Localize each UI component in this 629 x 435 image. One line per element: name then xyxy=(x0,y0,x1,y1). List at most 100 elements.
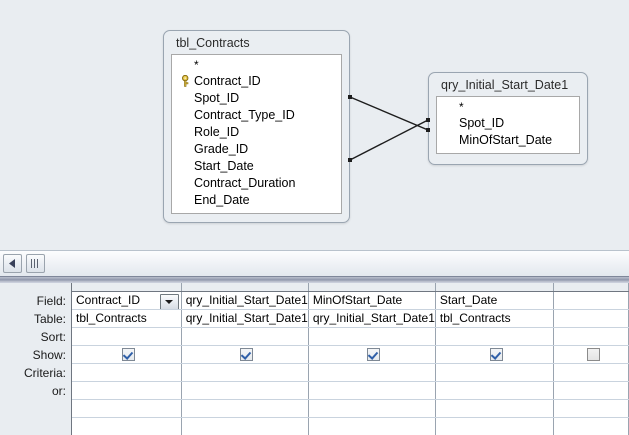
qbe-cell-table[interactable]: Contract_ID qry_Initial_Start_Date1 MinO… xyxy=(72,283,629,435)
field-row-role-id[interactable]: Role_ID xyxy=(172,124,341,141)
sort-cell-1[interactable] xyxy=(72,327,182,346)
show-cell-4[interactable] xyxy=(435,345,555,364)
or-cell-4[interactable] xyxy=(435,381,555,400)
field-cell-2[interactable]: qry_Initial_Start_Date1 xyxy=(181,291,309,310)
criteria-cell-5[interactable] xyxy=(553,363,629,382)
table-cell-4[interactable]: tbl_Contracts xyxy=(435,309,555,328)
show-cell-2[interactable] xyxy=(181,345,309,364)
empty-cell[interactable] xyxy=(308,399,436,418)
column-selector-2[interactable] xyxy=(181,283,309,292)
empty-cell[interactable] xyxy=(181,399,309,418)
grip-handle-icon xyxy=(31,259,40,268)
join-line-start-date-to-spot-id xyxy=(349,119,429,161)
show-checkbox[interactable] xyxy=(121,348,135,362)
chevron-down-icon xyxy=(165,299,174,304)
collapse-pane-button[interactable] xyxy=(3,254,22,273)
field-row-contract-id[interactable]: Contract_ID xyxy=(172,73,341,90)
empty-cell[interactable] xyxy=(72,399,182,418)
empty-cell[interactable] xyxy=(553,399,629,418)
show-checkbox[interactable] xyxy=(367,348,381,362)
column-selector-1[interactable] xyxy=(72,283,182,292)
empty-cell[interactable] xyxy=(435,417,555,435)
show-cell-5[interactable] xyxy=(553,345,629,364)
empty-cell[interactable] xyxy=(308,417,436,435)
column-selector-5[interactable] xyxy=(553,283,629,292)
field-name: Contract_Duration xyxy=(194,176,296,190)
show-checkbox[interactable] xyxy=(586,348,600,362)
field-name: End_Date xyxy=(194,193,250,207)
field-list-title: tbl_Contracts xyxy=(176,36,250,50)
field-cell-5[interactable] xyxy=(553,291,629,310)
field-name: Spot_ID xyxy=(459,116,505,130)
criteria-cell-4[interactable] xyxy=(435,363,555,382)
field-list-title: qry_Initial_Start_Date1 xyxy=(441,78,569,92)
table-cell-1[interactable]: tbl_Contracts xyxy=(72,309,182,328)
qbe-row-empty xyxy=(72,417,629,435)
sort-cell-5[interactable] xyxy=(553,327,629,346)
field-list-tbl-contracts[interactable]: tbl_Contracts * Contract_ID Spot_ID xyxy=(163,30,350,223)
row-label-field: Field: xyxy=(36,294,66,308)
criteria-cell-1[interactable] xyxy=(72,363,182,382)
empty-cell[interactable] xyxy=(553,417,629,435)
field-row-minofstart-date[interactable]: MinOfStart_Date xyxy=(437,132,579,149)
qbe-row-criteria xyxy=(72,363,629,382)
field-cell-text: Contract_ID xyxy=(76,293,141,307)
row-label-criteria: Criteria: xyxy=(23,366,66,380)
field-dropdown-button[interactable] xyxy=(159,293,179,308)
field-list-body[interactable]: * Contract_ID Spot_ID Contra xyxy=(171,54,342,214)
criteria-cell-3[interactable] xyxy=(308,363,436,382)
field-row-end-date[interactable]: End_Date xyxy=(172,192,341,209)
pane-grip-button[interactable] xyxy=(26,254,45,273)
field-name: Grade_ID xyxy=(194,142,249,156)
field-name: Contract_ID xyxy=(194,74,261,88)
or-cell-3[interactable] xyxy=(308,381,436,400)
column-selector-3[interactable] xyxy=(308,283,436,292)
gutter-spacer xyxy=(0,283,71,292)
field-row-contract-type-id[interactable]: Contract_Type_ID xyxy=(172,107,341,124)
table-cell-5[interactable] xyxy=(553,309,629,328)
sort-cell-4[interactable] xyxy=(435,327,555,346)
qbe-row-or xyxy=(72,381,629,400)
query-design-pane[interactable]: tbl_Contracts * Contract_ID Spot_ID xyxy=(0,0,629,250)
qbe-row-sort xyxy=(72,327,629,346)
field-asterisk[interactable]: * xyxy=(194,58,199,72)
qbe-row-label-gutter: Field: Table: Sort: Show: Criteria: or: xyxy=(0,283,72,435)
qbe-row-table: tbl_Contracts qry_Initial_Start_Date1 qr… xyxy=(72,309,629,328)
field-name: Spot_ID xyxy=(194,91,240,105)
field-cell-4[interactable]: Start_Date xyxy=(435,291,555,310)
field-row-spot-id[interactable]: Spot_ID xyxy=(437,115,579,132)
pane-splitter[interactable] xyxy=(0,276,629,283)
field-cell-1[interactable]: Contract_ID xyxy=(72,291,182,310)
show-checkbox[interactable] xyxy=(490,348,504,362)
empty-cell[interactable] xyxy=(72,417,182,435)
table-cell-3[interactable]: qry_Initial_Start_Date1 xyxy=(308,309,436,328)
criteria-cell-2[interactable] xyxy=(181,363,309,382)
join-line-spot-id-to-minofstart-date xyxy=(349,96,429,131)
field-name: MinOfStart_Date xyxy=(459,133,553,147)
left-arrow-icon xyxy=(8,259,15,268)
or-cell-2[interactable] xyxy=(181,381,309,400)
field-list-body[interactable]: * Spot_ID MinOfStart_Date xyxy=(436,96,580,154)
pane-toolbar-strip xyxy=(0,250,629,276)
table-cell-2[interactable]: qry_Initial_Start_Date1 xyxy=(181,309,309,328)
or-cell-1[interactable] xyxy=(72,381,182,400)
sort-cell-3[interactable] xyxy=(308,327,436,346)
field-cell-3[interactable]: MinOfStart_Date xyxy=(308,291,436,310)
show-cell-1[interactable] xyxy=(72,345,182,364)
field-row-contract-duration[interactable]: Contract_Duration xyxy=(172,175,341,192)
sort-cell-2[interactable] xyxy=(181,327,309,346)
column-selector-4[interactable] xyxy=(435,283,555,292)
empty-cell[interactable] xyxy=(181,417,309,435)
show-cell-3[interactable] xyxy=(308,345,436,364)
or-cell-5[interactable] xyxy=(553,381,629,400)
field-asterisk[interactable]: * xyxy=(459,100,464,114)
empty-cell[interactable] xyxy=(435,399,555,418)
row-label-table: Table: xyxy=(33,312,66,326)
field-row-start-date[interactable]: Start_Date xyxy=(172,158,341,175)
field-row-grade-id[interactable]: Grade_ID xyxy=(172,141,341,158)
field-row-spot-id[interactable]: Spot_ID xyxy=(172,90,341,107)
field-name: Start_Date xyxy=(194,159,254,173)
show-checkbox[interactable] xyxy=(240,348,254,362)
qbe-grid[interactable]: Field: Table: Sort: Show: Criteria: or: xyxy=(0,283,629,435)
field-list-qry-initial-start-date1[interactable]: qry_Initial_Start_Date1 * Spot_ID MinOfS… xyxy=(428,72,588,165)
